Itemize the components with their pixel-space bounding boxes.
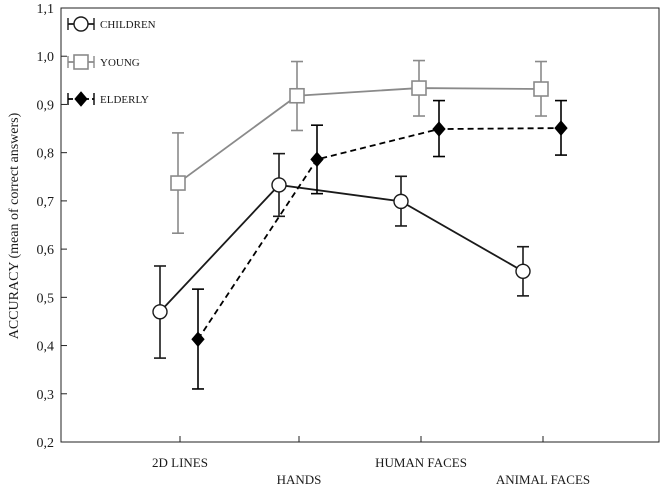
data-point-circle [515, 263, 531, 279]
y-tick-label: 0,4 [37, 340, 55, 355]
legend: CHILDREN YOUNG ELDERLY [67, 16, 156, 107]
x-category-label: 2D LINES [152, 455, 208, 470]
y-tick-label: 1,0 [37, 50, 55, 65]
data-point-square [533, 81, 549, 97]
y-tick-label: 0,5 [37, 291, 55, 306]
data-point-square [289, 87, 305, 104]
data-point-square [170, 175, 186, 191]
data-point-diamond [310, 151, 324, 168]
y-tick-label: 0,7 [37, 195, 55, 210]
x-category-label: HUMAN FACES [375, 455, 467, 470]
legend-entry-elderly: ELDERLY [67, 91, 149, 107]
legend-label: ELDERLY [100, 94, 149, 106]
series-line [197, 127, 562, 340]
data-point-circle [152, 304, 168, 320]
data-point-circle [271, 177, 287, 193]
legend-label: YOUNG [100, 57, 140, 69]
x-categories: 2D LINES HANDS HUMAN FACES ANIMAL FACES [152, 436, 590, 487]
series-line [177, 87, 542, 184]
y-tick-label: 0,8 [37, 147, 55, 162]
data-point-diamond [554, 120, 568, 136]
x-category-label: HANDS [277, 472, 322, 487]
data-point-diamond [74, 91, 88, 107]
y-axis-label: ACCURACY (mean of correct answers) [7, 112, 22, 339]
series-young [170, 59, 549, 234]
series-children [152, 152, 531, 359]
plot-frame [60, 7, 660, 443]
x-category-label: ANIMAL FACES [496, 472, 590, 487]
y-tick-label: 0,3 [37, 388, 55, 403]
data-point-circle [393, 193, 409, 210]
legend-entry-young: YOUNG [67, 54, 140, 70]
data-point-square [73, 54, 89, 70]
series-line [159, 184, 524, 313]
series-elderly [191, 99, 568, 390]
data-point-circle [73, 16, 89, 32]
y-tick-label: 0,6 [37, 243, 55, 258]
data-point-square [411, 80, 427, 96]
y-tick-label: 0,9 [37, 98, 55, 113]
y-tick-label: 0,2 [37, 436, 55, 451]
legend-entry-children: CHILDREN [67, 16, 156, 32]
data-point-diamond [432, 121, 446, 137]
axes [60, 7, 660, 443]
data-point-diamond [191, 331, 205, 348]
series-layer [152, 59, 568, 390]
y-ticks: 0,2 0,3 0,4 0,5 0,6 0,7 0,8 0,9 1,0 1,1 [37, 2, 67, 451]
legend-label: CHILDREN [100, 19, 156, 31]
y-tick-label: 1,1 [37, 2, 55, 17]
